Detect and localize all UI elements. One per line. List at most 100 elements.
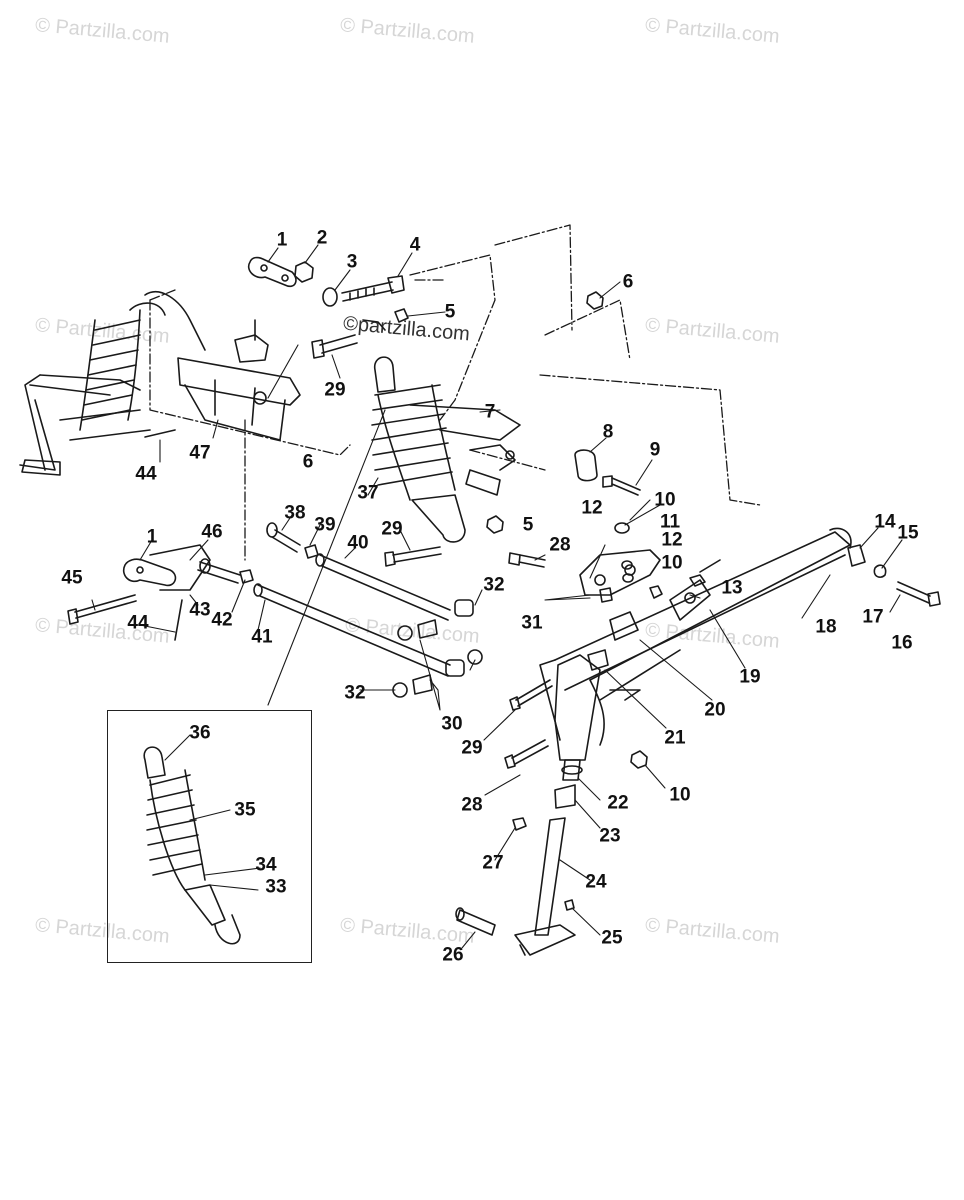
callout-41: 41 xyxy=(251,626,273,648)
callout-20: 20 xyxy=(704,699,726,721)
bolt-45 xyxy=(67,594,137,625)
callout-5: 5 xyxy=(522,514,534,536)
callout-2: 2 xyxy=(316,227,328,249)
hardware-14-17 xyxy=(847,544,941,607)
rod-41 xyxy=(253,583,451,677)
arm-7 xyxy=(409,404,521,496)
callout-17: 17 xyxy=(862,606,884,628)
callout-8: 8 xyxy=(602,421,614,443)
callout-1: 1 xyxy=(276,229,288,251)
spindle-24 xyxy=(514,817,576,956)
callout-14: 14 xyxy=(874,511,896,533)
callout-46: 46 xyxy=(201,521,223,543)
callout-44: 44 xyxy=(127,612,149,634)
callout-10: 10 xyxy=(669,784,691,806)
callout-35: 35 xyxy=(234,799,256,821)
callout-45: 45 xyxy=(61,567,83,589)
callout-37: 37 xyxy=(357,482,379,504)
callout-26: 26 xyxy=(442,944,464,966)
callout-36: 36 xyxy=(189,722,211,744)
nut-10 xyxy=(630,750,648,769)
shock-37 xyxy=(371,356,466,543)
plate-1-lower xyxy=(122,544,211,591)
callout-6: 6 xyxy=(302,451,314,473)
spindle-housing-21 xyxy=(554,649,609,781)
callout-31: 31 xyxy=(521,612,543,634)
pin-44 xyxy=(174,599,183,641)
plate-19 xyxy=(669,579,711,621)
callout-23: 23 xyxy=(599,825,621,847)
callout-1: 1 xyxy=(146,526,158,548)
callout-16: 16 xyxy=(891,632,913,654)
callout-5: 5 xyxy=(444,301,456,323)
bushing-26 xyxy=(455,907,496,936)
callout-3: 3 xyxy=(346,251,358,273)
leader-lines xyxy=(91,244,903,949)
bolt-28-lower xyxy=(504,739,549,769)
callout-15: 15 xyxy=(897,522,919,544)
pin-44 xyxy=(144,429,176,438)
callout-44: 44 xyxy=(135,463,157,485)
callout-32: 32 xyxy=(344,682,366,704)
bolt-29-top xyxy=(311,334,358,359)
callout-11: 11 xyxy=(659,511,681,533)
callout-12: 12 xyxy=(661,529,683,551)
callout-22: 22 xyxy=(607,792,629,814)
callout-24: 24 xyxy=(585,871,607,893)
callout-27: 27 xyxy=(482,852,504,874)
callout-43: 43 xyxy=(189,599,211,621)
inset-shock xyxy=(143,746,241,945)
callout-9: 9 xyxy=(649,439,661,461)
nut-42 xyxy=(239,569,254,584)
callout-12: 12 xyxy=(581,497,603,519)
bolt-28-upper xyxy=(508,552,546,568)
plate-1-top xyxy=(247,256,314,288)
shock-detail-inset xyxy=(107,710,312,963)
callout-13: 13 xyxy=(721,577,743,599)
callout-18: 18 xyxy=(815,616,837,638)
callout-33: 33 xyxy=(265,876,287,898)
callout-4: 4 xyxy=(409,234,421,256)
callout-29: 29 xyxy=(381,518,403,540)
callout-34: 34 xyxy=(255,854,277,876)
rod-40 xyxy=(315,553,451,621)
bolt-4 xyxy=(322,275,409,331)
callout-40: 40 xyxy=(347,532,369,554)
callout-6: 6 xyxy=(622,271,634,293)
bolt-29-middle xyxy=(384,546,553,711)
callout-10: 10 xyxy=(654,489,676,511)
bolt-13 xyxy=(689,559,721,587)
nut-5 xyxy=(486,515,504,534)
callout-39: 39 xyxy=(314,514,336,536)
bushing-8 xyxy=(574,449,641,496)
callout-30: 30 xyxy=(441,713,463,735)
nut-39 xyxy=(304,544,319,559)
callout-19: 19 xyxy=(739,666,761,688)
bolt-43 xyxy=(197,558,241,584)
bracket-11 xyxy=(579,522,663,603)
callout-29: 29 xyxy=(461,737,483,759)
callout-47: 47 xyxy=(189,442,211,464)
callout-21: 21 xyxy=(664,727,686,749)
bolt-38 xyxy=(266,522,301,553)
callout-25: 25 xyxy=(601,927,623,949)
callout-28: 28 xyxy=(461,794,483,816)
trailing-arm-18 xyxy=(539,527,852,746)
nut-27 xyxy=(512,817,527,831)
bolt-25 xyxy=(564,899,575,911)
callout-29: 29 xyxy=(324,379,346,401)
chassis-outline xyxy=(149,224,761,561)
left-frame-assembly xyxy=(19,291,206,476)
callout-32: 32 xyxy=(483,574,505,596)
bracket-20 xyxy=(609,611,639,641)
callout-28: 28 xyxy=(549,534,571,556)
callout-38: 38 xyxy=(284,502,306,524)
washer-22 xyxy=(554,765,583,809)
bushing-group-30 xyxy=(392,599,483,698)
bracket-47 xyxy=(177,319,301,441)
callout-10: 10 xyxy=(661,552,683,574)
callout-42: 42 xyxy=(211,609,233,631)
nut-6 xyxy=(586,291,604,310)
callout-7: 7 xyxy=(484,401,496,423)
